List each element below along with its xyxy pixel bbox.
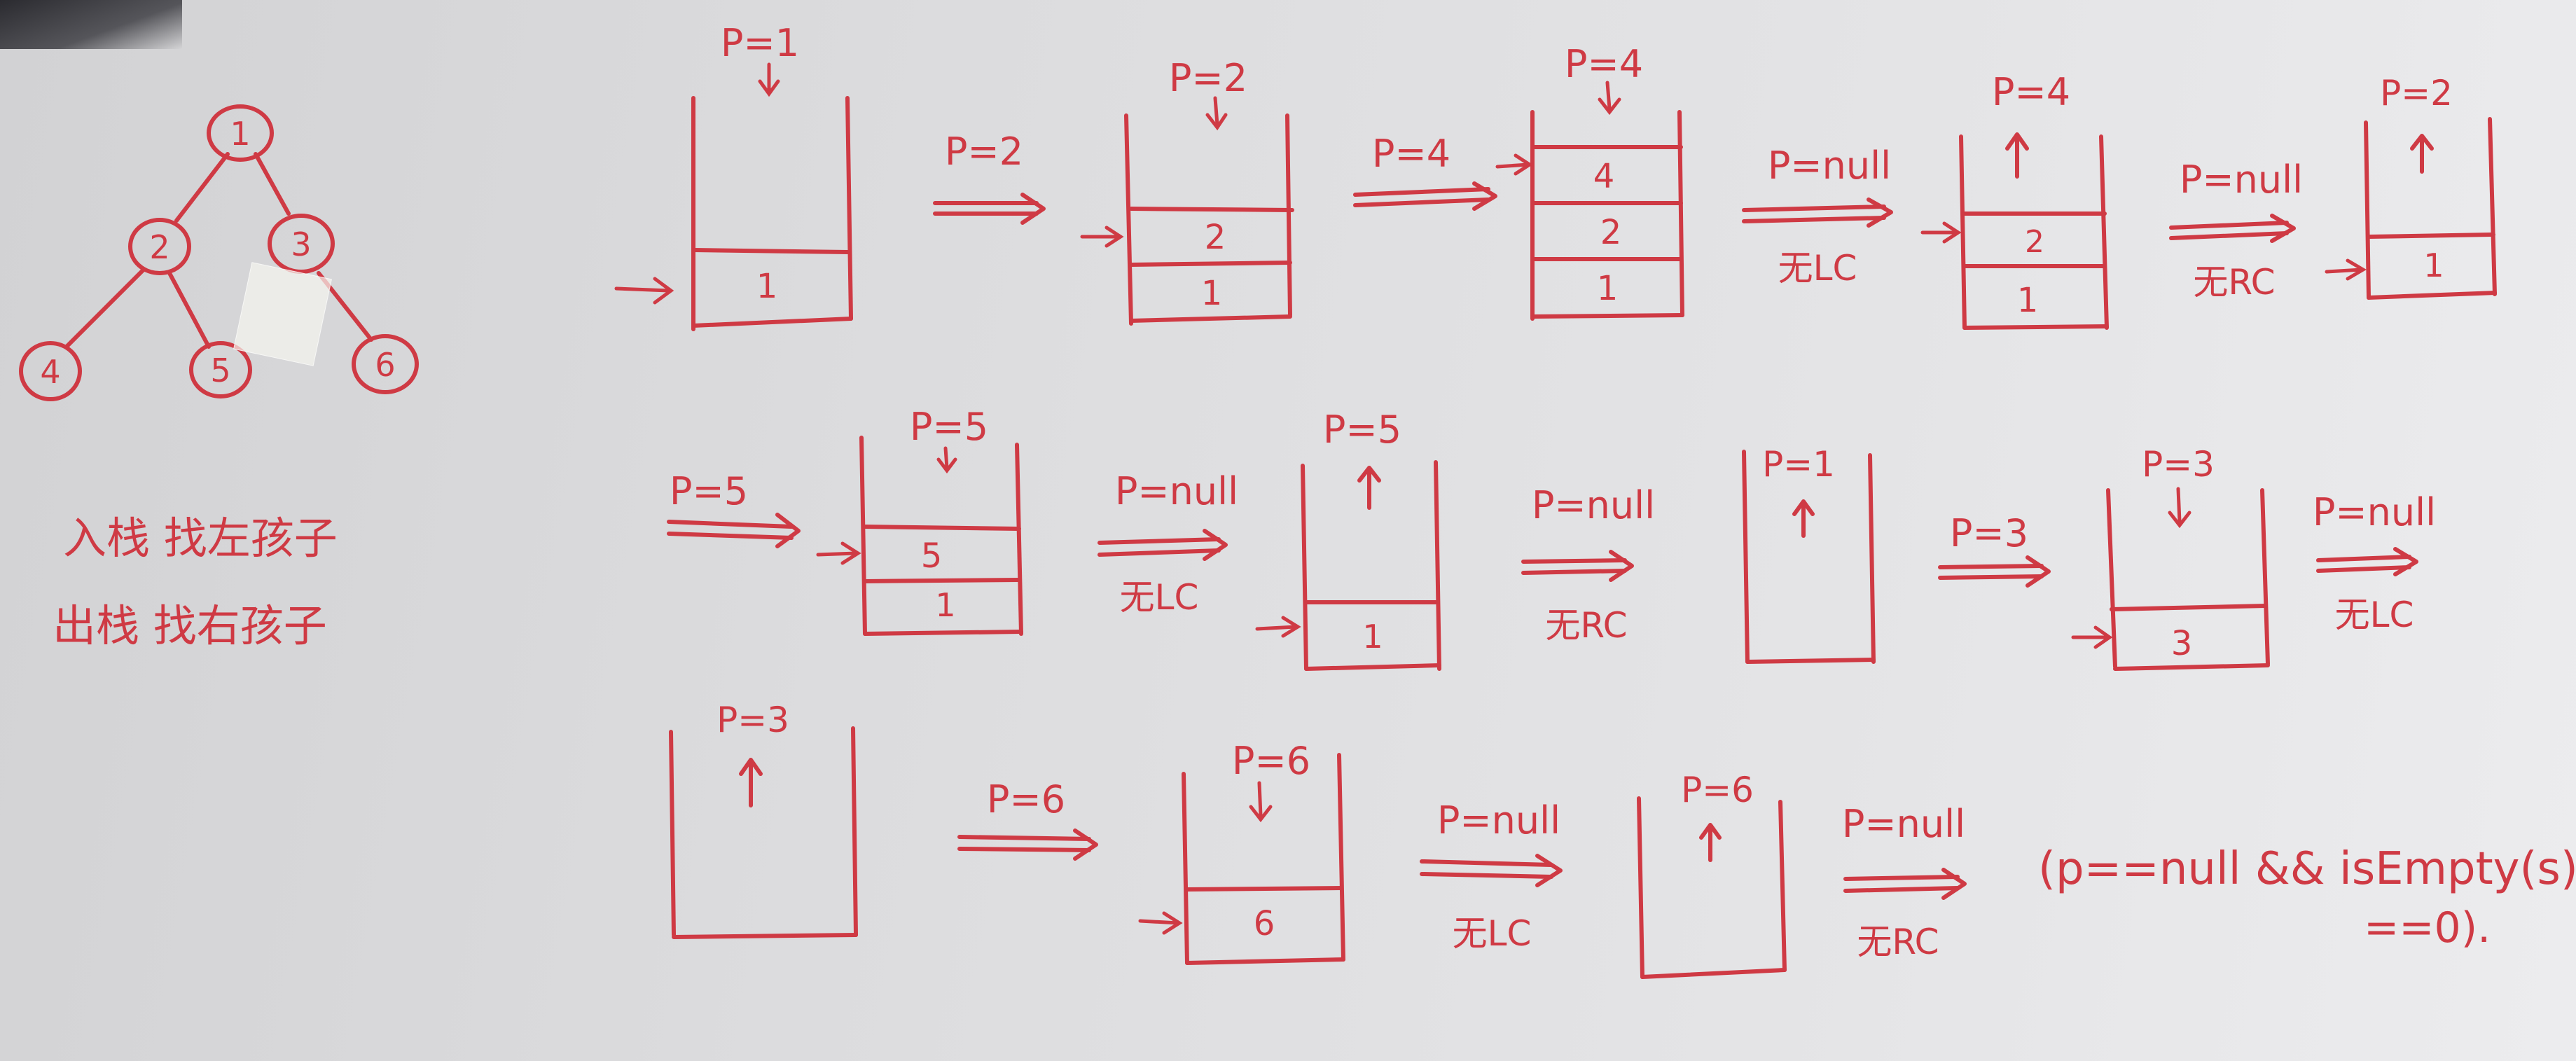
row2-transition-3: P=3 (1938, 511, 2051, 588)
pointer-label: P=5 (1323, 408, 1401, 452)
tree-edge (254, 152, 291, 216)
stack-cell: 5 (921, 536, 943, 576)
condition-line-1: (p==null && isEmpty(s) (2038, 843, 2576, 895)
row3-stack-1: P=3 (669, 700, 858, 939)
transition-note: 无LC (1778, 248, 1857, 289)
tree-edge (64, 268, 146, 349)
pointer-label: P=2 (2380, 73, 2453, 113)
stack-cell: 1 (1597, 269, 1619, 308)
termination-condition: (p==null && isEmpty(s) ==0). (2038, 843, 2576, 952)
row3-transition-1: P=6 (957, 777, 1098, 861)
transition-label: P=null (1437, 798, 1560, 842)
tree-node-label: 5 (210, 352, 230, 389)
transition-label: P=null (2313, 490, 2436, 534)
row3-stack-3: P=6 (1637, 770, 1787, 979)
row1-stack-4: P=4 2 1 (1920, 70, 2109, 330)
stack-cell: 6 (1254, 904, 1275, 943)
tree-node-label: 6 (375, 346, 395, 384)
row1-stack-2: P=2 2 1 (1080, 56, 1294, 326)
row2-stack-4: P=3 3 (2071, 444, 2270, 671)
condition-line-2: ==0). (2364, 903, 2491, 952)
transition-label: P=4 (1372, 132, 1450, 176)
tree-node-label: 3 (291, 226, 311, 263)
stack-cell: 2 (2025, 224, 2044, 260)
transition-label: P=2 (945, 130, 1023, 174)
transition-note: 无LC (2335, 595, 2414, 635)
stack-cell: 1 (2423, 247, 2444, 284)
tree-node-6: 6 (352, 334, 419, 394)
row1-transition-4: P=null 无RC (2169, 158, 2303, 303)
pointer-label: P=4 (1992, 70, 2070, 114)
stack-cell: 1 (2017, 281, 2039, 320)
transition-label: P=null (1768, 144, 1891, 188)
tree-node-label: 4 (40, 353, 60, 391)
pointer-label: P=6 (1232, 739, 1310, 783)
row2-transition-2: P=null 无RC (1521, 483, 1655, 646)
row3-transition-3: P=null 无RC (1842, 802, 1967, 962)
row2-transition-4: P=null 无LC (2313, 490, 2436, 635)
tree-node-label: 1 (230, 115, 250, 153)
transition-note: 无LC (1453, 913, 1532, 954)
pointer-label: P=2 (1169, 56, 1247, 100)
row1-transition-1: P=2 (933, 130, 1046, 225)
tree-edge (167, 271, 211, 349)
side-arrow (614, 286, 671, 293)
row2-transition-0: P=5 (667, 469, 801, 548)
tree-node-1: 1 (207, 104, 274, 162)
row2-stack-3: P=1 (1742, 444, 1876, 664)
transition-label: P=3 (1950, 511, 2028, 555)
row1-transition-3: P=null 无LC (1742, 144, 1893, 289)
tree-node-3: 3 (268, 214, 335, 274)
tree-edge (174, 152, 230, 223)
stack-cell: 2 (1600, 213, 1622, 252)
stack-cell: 4 (1593, 157, 1615, 196)
stack-cell: 1 (935, 586, 955, 624)
stack-cell: 1 (1201, 274, 1223, 313)
transition-label: P=null (1115, 469, 1238, 513)
pointer-label: P=4 (1565, 42, 1643, 86)
tree-node-5: 5 (189, 341, 252, 398)
transition-note: 无LC (1120, 577, 1199, 618)
pointer-label: P=3 (716, 700, 789, 740)
tree-node-4: 4 (19, 341, 82, 401)
stack-cell: 1 (1362, 618, 1383, 656)
paper-shadow-corner (0, 0, 182, 49)
row2-stack-2: P=5 1 (1255, 408, 1441, 671)
note-push-left: 入栈 找左孩子 (63, 513, 338, 564)
pointer-label: P=1 (1762, 444, 1835, 485)
row1-stack-1: P=1 1 (614, 21, 853, 331)
transition-label: P=null (1842, 802, 1965, 846)
pointer-label: P=3 (2142, 444, 2215, 485)
transition-label: P=5 (670, 469, 748, 513)
row3-stack-2: P=6 6 (1138, 739, 1345, 965)
stack-cell: 3 (2171, 624, 2193, 663)
transition-label: P=6 (987, 777, 1065, 821)
row2-stack-1: P=5 5 1 (816, 405, 1023, 636)
binary-tree: 1 2 3 4 5 6 (19, 104, 419, 401)
pointer-label: P=6 (1681, 770, 1754, 810)
transition-label: P=null (1532, 483, 1655, 527)
stack-cell: 1 (756, 267, 778, 306)
pointer-label: P=5 (910, 405, 988, 449)
note-pop-right: 出栈 找右孩子 (53, 600, 327, 651)
pointer-label: P=1 (721, 21, 799, 65)
transition-note: 无RC (1857, 922, 1939, 962)
row1-stack-3: P=4 4 2 1 (1495, 42, 1684, 321)
row1-stack-5: P=2 1 (2325, 73, 2497, 300)
tree-node-2: 2 (128, 218, 191, 275)
transition-label: P=null (2180, 158, 2303, 202)
stack-cell: 2 (1205, 218, 1226, 257)
row2-transition-1: P=null 无LC (1097, 469, 1238, 618)
row1-transition-2: P=4 (1353, 132, 1497, 211)
transition-note: 无RC (2193, 262, 2275, 303)
transition-note: 无RC (1545, 605, 1627, 646)
tree-node-label: 2 (149, 228, 169, 266)
row3-transition-2: P=null 无LC (1420, 798, 1563, 954)
